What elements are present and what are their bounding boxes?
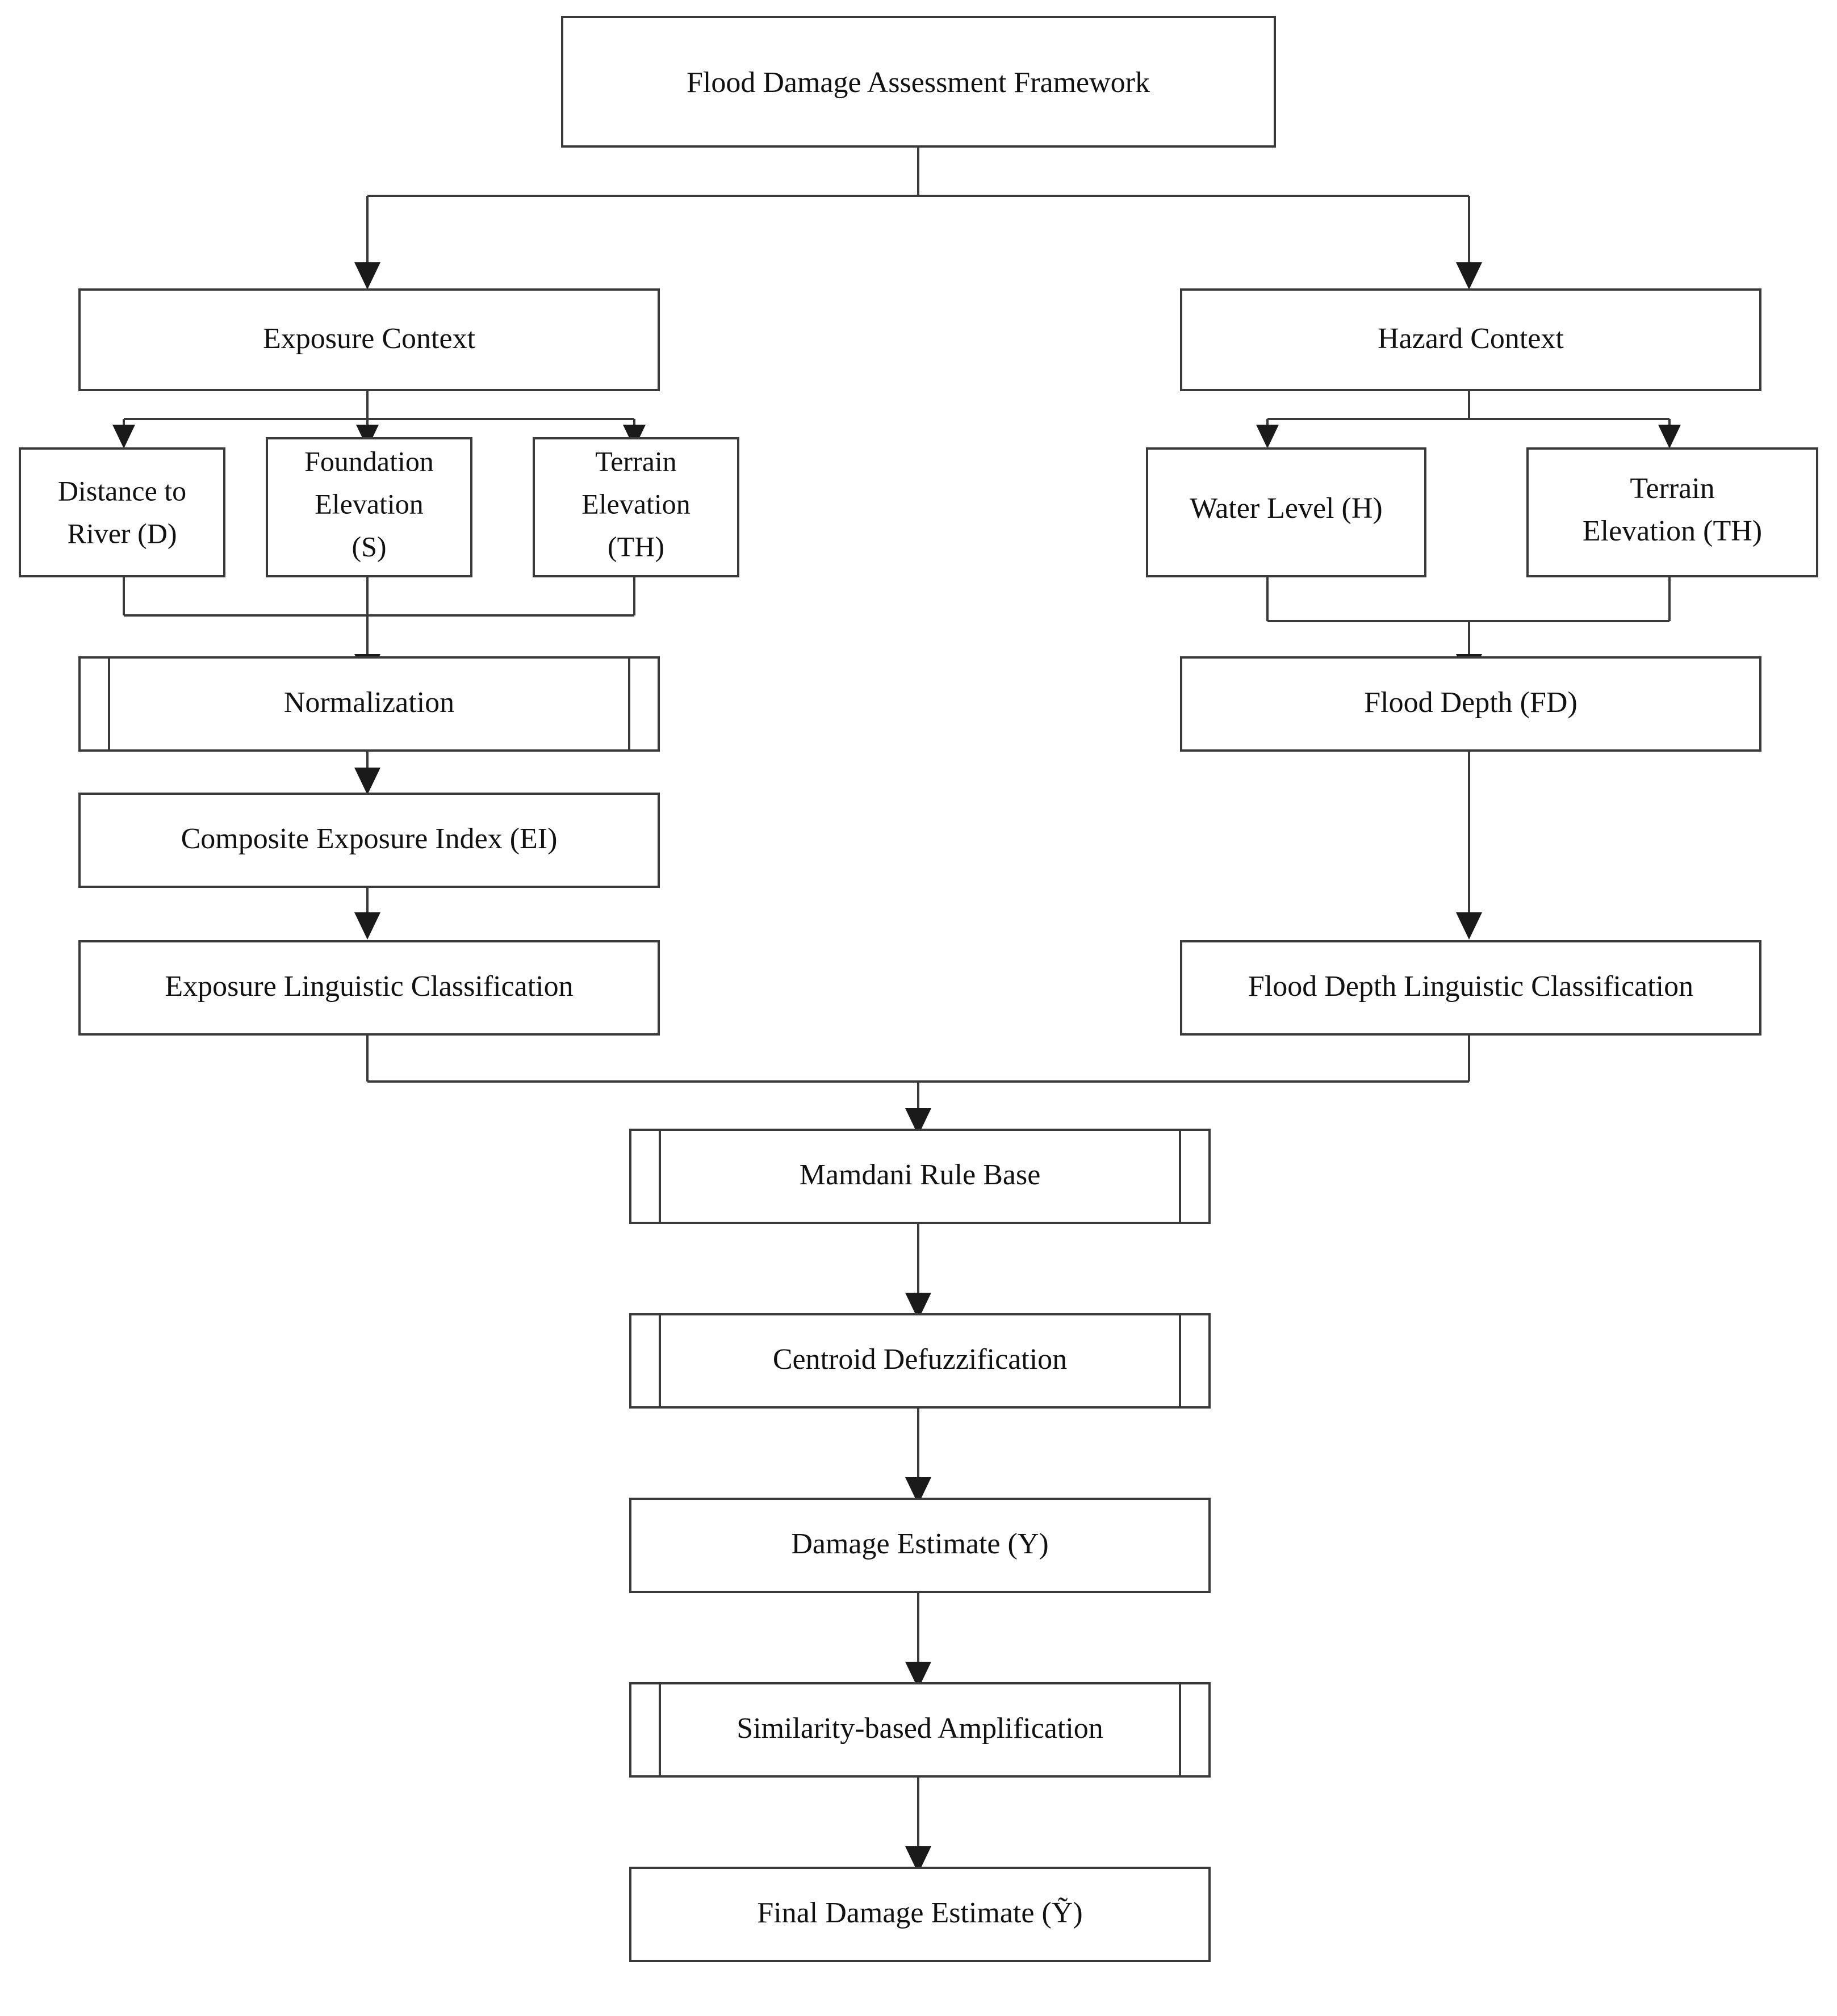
node-normalization-label: Normalization [284, 686, 454, 719]
arrowhead-damage-estimate [905, 1477, 931, 1504]
node-hazard-context-label: Hazard Context [1378, 322, 1564, 355]
arrowhead-similarity-amplification [905, 1662, 931, 1689]
arrowhead-composite-exposure-index [354, 768, 380, 795]
node-terrain-elevation-right[interactable]: Terrain Elevation (TH) [1526, 447, 1818, 577]
edge-hazard-split [1266, 390, 1671, 429]
node-foundation-elevation-line3: (S) [352, 530, 386, 562]
node-exposure-context[interactable]: Exposure Context [78, 288, 660, 391]
node-mamdani-rule-base[interactable]: Mamdani Rule Base [629, 1129, 1211, 1224]
node-root-label: Flood Damage Assessment Framework [687, 66, 1150, 99]
node-root-box[interactable] [561, 16, 1276, 148]
node-exposure-linguistic-classification[interactable]: Exposure Linguistic Classification [78, 940, 660, 1036]
node-composite-exposure-index[interactable]: Composite Exposure Index (EI) [78, 793, 660, 888]
node-foundation-elevation[interactable]: Foundation Elevation (S) [266, 437, 472, 577]
edge-exposure-split [123, 390, 635, 429]
arrowhead-exposure-context [354, 262, 380, 290]
node-distance-to-river[interactable]: Distance to River (D) [19, 447, 225, 577]
node-damage-estimate-box[interactable] [629, 1498, 1211, 1593]
node-foundation-elevation-line1: Foundation [304, 445, 434, 477]
node-flood-depth[interactable]: Flood Depth (FD) [1180, 656, 1761, 752]
node-flood-depth-label: Flood Depth (FD) [1364, 686, 1577, 719]
node-water-level[interactable]: Water Level (H) [1146, 447, 1426, 577]
node-damage-estimate-label: Damage Estimate (Y) [791, 1528, 1048, 1560]
node-foundation-elevation-line2: Elevation [315, 488, 424, 519]
edge-linguistic-merge-mamdani [366, 1016, 1470, 1129]
arrowhead-mamdani-rule-base [905, 1108, 931, 1135]
edge-root-split [366, 146, 1470, 266]
node-flood-depth-linguistic-classification-label: Flood Depth Linguistic Classification [1248, 970, 1693, 1003]
node-exposure-linguistic-classification-box[interactable] [78, 940, 660, 1036]
arrowhead-terrain-elevation-left [623, 425, 646, 449]
node-damage-estimate[interactable]: Damage Estimate (Y) [629, 1498, 1211, 1593]
node-hazard-context-box[interactable] [1180, 288, 1761, 391]
node-similarity-based-amplification-label: Similarity-based Amplification [737, 1712, 1103, 1745]
node-foundation-elevation-box[interactable] [266, 437, 472, 577]
arrowhead-final-damage-estimate [905, 1846, 931, 1874]
node-similarity-based-amplification[interactable]: Similarity-based Amplification [629, 1682, 1211, 1778]
arrowhead-terrain-elevation-right [1658, 425, 1681, 449]
node-exposure-context-box[interactable] [78, 288, 660, 391]
node-terrain-elevation-left[interactable]: Terrain Elevation (TH) [533, 437, 739, 577]
node-normalization-box[interactable] [78, 656, 660, 752]
arrowhead-exposure-linguistic [354, 912, 380, 940]
arrowhead-centroid-defuzzification [905, 1293, 931, 1320]
node-terrain-elevation-left-box[interactable] [533, 437, 739, 577]
node-terrain-elevation-right-line2: Elevation (TH) [1583, 515, 1762, 547]
node-distance-to-river-box[interactable] [19, 447, 225, 577]
node-final-damage-estimate-label: Final Damage Estimate (Ỹ) [757, 1897, 1082, 1929]
node-water-level-box[interactable] [1146, 447, 1426, 577]
node-composite-exposure-index-label: Composite Exposure Index (EI) [181, 823, 558, 855]
node-terrain-elevation-left-line3: (TH) [608, 530, 664, 562]
node-terrain-elevation-right-box[interactable] [1526, 447, 1818, 577]
arrowhead-flood-depth-linguistic [1456, 912, 1482, 940]
node-normalization[interactable]: Normalization [78, 656, 660, 752]
arrowhead-distance-to-river [112, 425, 135, 449]
node-root[interactable]: Flood Damage Assessment Framework [561, 16, 1276, 148]
node-mamdani-rule-base-label: Mamdani Rule Base [800, 1159, 1041, 1191]
node-mamdani-rule-base-box[interactable] [629, 1129, 1211, 1224]
node-distance-to-river-line1: Distance to [58, 475, 186, 506]
node-terrain-elevation-left-line1: Terrain [595, 445, 677, 477]
node-centroid-defuzzification-box[interactable] [629, 1313, 1211, 1409]
node-terrain-elevation-left-line2: Elevation [581, 488, 691, 519]
arrowhead-hazard-context [1456, 262, 1482, 290]
node-composite-exposure-index-box[interactable] [78, 793, 660, 888]
arrowhead-foundation-elevation [356, 425, 379, 449]
node-centroid-defuzzification[interactable]: Centroid Defuzzification [629, 1313, 1211, 1409]
node-flood-depth-linguistic-classification-box[interactable] [1180, 940, 1761, 1036]
node-final-damage-estimate[interactable]: Final Damage Estimate (Ỹ) [629, 1867, 1211, 1962]
edge-hazard-inputs-merge [1266, 576, 1671, 674]
node-distance-to-river-line2: River (D) [68, 517, 177, 549]
edge-exposure-inputs-merge [123, 576, 635, 674]
node-similarity-based-amplification-box[interactable] [629, 1682, 1211, 1778]
node-final-damage-estimate-box[interactable] [629, 1867, 1211, 1962]
node-terrain-elevation-right-line1: Terrain [1630, 472, 1714, 505]
node-centroid-defuzzification-label: Centroid Defuzzification [773, 1343, 1067, 1376]
node-flood-depth-box[interactable] [1180, 656, 1761, 752]
node-water-level-label: Water Level (H) [1190, 492, 1382, 525]
node-exposure-linguistic-classification-label: Exposure Linguistic Classification [165, 970, 573, 1003]
node-hazard-context[interactable]: Hazard Context [1180, 288, 1761, 391]
node-flood-depth-linguistic-classification[interactable]: Flood Depth Linguistic Classification [1180, 940, 1761, 1036]
arrowhead-water-level [1256, 425, 1279, 449]
node-exposure-context-label: Exposure Context [263, 322, 476, 355]
